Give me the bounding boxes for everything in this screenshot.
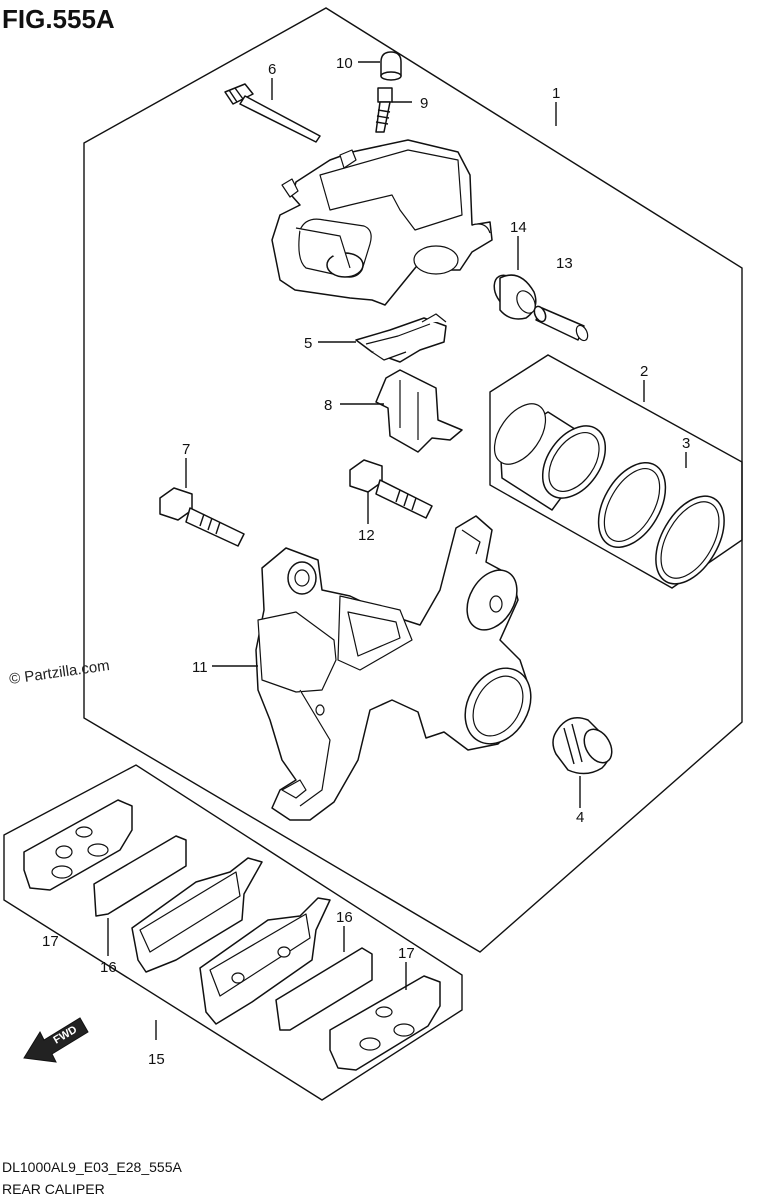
mount-bolt bbox=[159, 487, 245, 547]
caliper-bolt bbox=[349, 459, 433, 519]
caliper-body bbox=[271, 139, 493, 306]
callout-8: 8 bbox=[324, 397, 332, 414]
piston bbox=[493, 403, 607, 511]
pad-set-outline bbox=[3, 764, 463, 1101]
piston-seals bbox=[597, 462, 725, 585]
callout-6: 6 bbox=[268, 61, 276, 78]
callout-14: 14 bbox=[510, 219, 527, 236]
callout-15: 15 bbox=[148, 1051, 165, 1068]
spring bbox=[375, 369, 463, 453]
callout-5: 5 bbox=[304, 335, 312, 352]
callout-13: 13 bbox=[556, 255, 573, 272]
bleeder-screw bbox=[375, 87, 393, 133]
callout-3: 3 bbox=[682, 435, 690, 452]
footer-model-code: DL1000AL9_E03_E28_555A bbox=[2, 1159, 182, 1175]
callout-2: 2 bbox=[640, 363, 648, 380]
pin-boot bbox=[493, 274, 537, 320]
assembly-outline bbox=[83, 7, 743, 953]
callout-4: 4 bbox=[576, 809, 584, 826]
caliper-bracket bbox=[255, 515, 532, 821]
footer-caption: REAR CALIPER bbox=[2, 1181, 105, 1197]
callout-17-left: 17 bbox=[42, 933, 59, 950]
callout-9: 9 bbox=[420, 95, 428, 112]
piston-box-outline bbox=[489, 354, 743, 589]
callout-10: 10 bbox=[336, 55, 353, 72]
callout-1: 1 bbox=[552, 85, 560, 102]
callout-16-right: 16 bbox=[336, 909, 353, 926]
pad-spring bbox=[355, 313, 447, 363]
bracket-boot bbox=[552, 717, 613, 775]
callout-17-right: 17 bbox=[398, 945, 415, 962]
copyright-watermark: © Partzilla.com bbox=[8, 657, 110, 688]
fwd-arrow-icon: FWD bbox=[23, 1017, 89, 1063]
callout-11: 11 bbox=[192, 659, 208, 676]
callout-16-left: 16 bbox=[100, 959, 117, 976]
sleeve bbox=[533, 305, 589, 342]
slide-pin bbox=[224, 83, 321, 143]
callout-7: 7 bbox=[182, 441, 190, 458]
callout-labels: 1 2 3 4 5 6 7 8 9 10 11 12 13 14 15 16 1… bbox=[42, 55, 690, 1068]
callout-12: 12 bbox=[358, 527, 375, 544]
brake-pads bbox=[23, 799, 441, 1071]
bleeder-cap bbox=[380, 51, 402, 81]
figure-title: FIG.555A bbox=[2, 4, 115, 34]
leader-lines bbox=[107, 61, 687, 1040]
